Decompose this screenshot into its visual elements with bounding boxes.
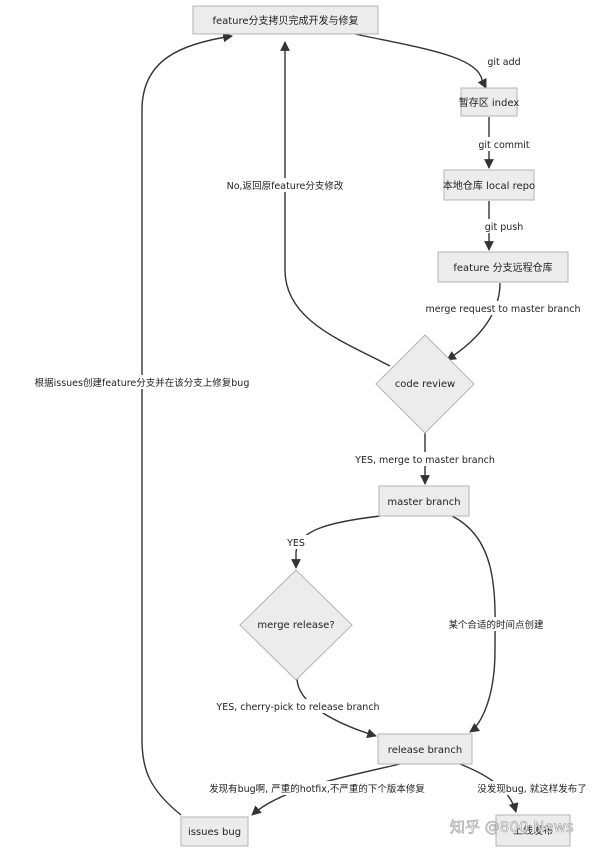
node-launch[interactable]: 上线发布 — [495, 814, 571, 847]
edge-label-bug-found: 发现有bug啊, 严重的hotfix,不严重的下个版本修复 — [209, 781, 425, 795]
edge-label-yes: YES — [284, 535, 308, 549]
svg-text:git commit: git commit — [478, 140, 530, 151]
edge-label-no-back: No,返回原feature分支修改 — [227, 178, 344, 192]
edge-issues-to-feature — [141, 32, 233, 816]
svg-text:暂存区 index: 暂存区 index — [459, 96, 520, 109]
nodes: feature分支拷贝完成开发与修复 暂存区 index 本地仓库 local … — [180, 5, 571, 847]
edge-label-no-bug: 没发现bug, 就这样发布了 — [477, 781, 587, 795]
node-staging-index[interactable]: 暂存区 index — [459, 87, 520, 117]
svg-text:No,返回原feature分支修改: No,返回原feature分支修改 — [227, 180, 344, 192]
edge-label-fix-by-issue: 根据issues创建feature分支并在该分支上修复bug — [35, 375, 250, 389]
node-code-review[interactable]: code review — [375, 334, 475, 434]
svg-text:release branch: release branch — [388, 745, 462, 756]
edge-label-some-time: 某个合适的时间点创建 — [447, 617, 545, 631]
svg-text:feature 分支远程仓库: feature 分支远程仓库 — [453, 261, 552, 274]
edge-label-git-commit: git commit — [477, 137, 533, 151]
svg-text:根据issues创建feature分支并在该分支上修复bug: 根据issues创建feature分支并在该分支上修复bug — [35, 377, 250, 389]
edge-master-to-release — [451, 515, 496, 733]
node-issues-bug[interactable]: issues bug — [180, 816, 249, 847]
node-feature-copy[interactable]: feature分支拷贝完成开发与修复 — [192, 5, 379, 35]
node-merge-release[interactable]: merge release? — [239, 569, 353, 681]
svg-text:issues bug: issues bug — [188, 827, 241, 838]
edge-feature-to-staging — [354, 33, 487, 89]
svg-text:git push: git push — [485, 222, 523, 233]
svg-text:发现有bug啊, 严重的hotfix,不严重的下个版本修复: 发现有bug啊, 严重的hotfix,不严重的下个版本修复 — [209, 783, 425, 795]
svg-text:没发现bug, 就这样发布了: 没发现bug, 就这样发布了 — [477, 783, 587, 795]
svg-text:merge release?: merge release? — [257, 620, 334, 631]
svg-text:本地仓库 local repo: 本地仓库 local repo — [443, 179, 535, 192]
edge-label-merge-request: merge request to master branch — [426, 301, 581, 315]
edge-labels: git add git commit git push merge reques… — [35, 54, 587, 795]
svg-text:YES, merge to master branch: YES, merge to master branch — [354, 455, 495, 466]
svg-text:某个合适的时间点创建: 某个合适的时间点创建 — [448, 619, 544, 631]
svg-text:code review: code review — [395, 379, 455, 390]
edge-label-git-push: git push — [483, 219, 525, 233]
watermark-text: 知乎 @800 News — [450, 818, 574, 836]
svg-text:上线发布: 上线发布 — [513, 824, 553, 837]
node-release-branch[interactable]: release branch — [377, 733, 473, 765]
node-local-repo[interactable]: 本地仓库 local repo — [443, 169, 535, 201]
svg-text:merge request to master branch: merge request to master branch — [426, 304, 581, 315]
node-master-branch[interactable]: master branch — [378, 485, 470, 517]
edge-master-to-mergerelease — [291, 515, 381, 569]
edge-label-git-add: git add — [484, 54, 524, 68]
svg-text:YES, cherry-pick to release br: YES, cherry-pick to release branch — [215, 702, 379, 713]
svg-text:git add: git add — [487, 57, 520, 68]
edge-label-yes-merge: YES, merge to master branch — [354, 452, 495, 466]
edge-remote-to-review — [446, 282, 501, 361]
edge-label-yes-cherry: YES, cherry-pick to release branch — [215, 699, 380, 713]
edges — [141, 32, 519, 816]
svg-text:feature分支拷贝完成开发与修复: feature分支拷贝完成开发与修复 — [212, 14, 358, 27]
edge-review-to-feature — [280, 41, 391, 367]
node-feature-remote[interactable]: feature 分支远程仓库 — [437, 251, 569, 283]
svg-text:YES: YES — [286, 538, 305, 549]
svg-text:master branch: master branch — [387, 497, 460, 508]
